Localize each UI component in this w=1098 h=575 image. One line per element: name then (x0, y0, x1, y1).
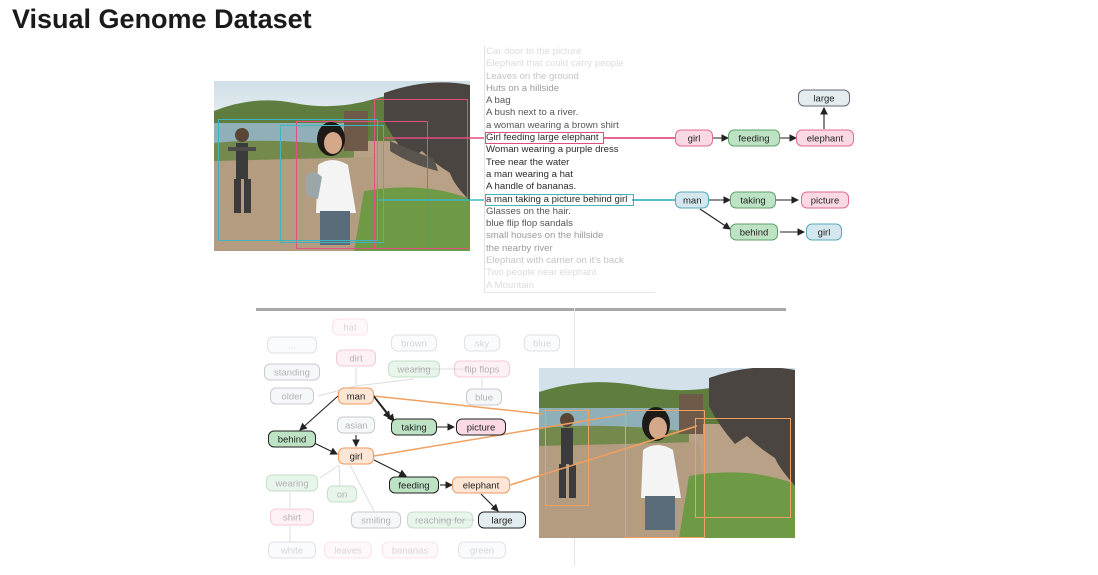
bottom-photo (539, 368, 795, 538)
graph-node-faded: sky (464, 334, 500, 352)
graph-node-smiling: smiling (351, 511, 401, 529)
caption: A handle of bananas. (486, 181, 577, 193)
graph-node-behind: behind (268, 430, 316, 448)
caption: Two people near elephant (486, 267, 597, 279)
graph-node-older: older (270, 387, 314, 405)
graph-node-blue: blue (466, 388, 502, 406)
caption: Elephant that could carry people (486, 58, 624, 70)
graph-node-shirt: shirt (270, 508, 314, 526)
graph-node-elephant: elephant (452, 476, 510, 494)
graph-node-on: on (327, 485, 357, 503)
caption: blue flip flop sandals (486, 218, 573, 230)
caption: a man wearing a hat (486, 168, 573, 180)
graph-node-feeding: feeding (389, 476, 439, 494)
caption-highlighted: Girl feeding large elephant (485, 132, 604, 145)
caption: A Mountain (486, 279, 535, 291)
caption: the nearby river (486, 242, 553, 254)
graph-node-faded: hat (332, 318, 368, 336)
graph-node-large: large (798, 89, 850, 107)
graph-node-faded: ... (267, 336, 317, 354)
caption-highlighted: a man taking a picture behind girl (485, 193, 634, 206)
graph-node-faded: brown (391, 334, 437, 352)
graph-node-wearing: wearing (266, 474, 318, 492)
graph-node-faded: blue (524, 334, 560, 352)
caption: A bag (486, 95, 511, 107)
graph-node-feeding: feeding (728, 129, 780, 147)
graph-node-standing: standing (264, 363, 320, 381)
graph-node-girl-2: girl (806, 223, 842, 241)
caption: Woman wearing a purple dress (486, 144, 619, 156)
graph-node-girl: girl (675, 129, 713, 147)
graph-node-leaves: leaves (324, 541, 372, 559)
caption: Glasses on the hair. (486, 205, 571, 217)
graph-node-green: green (458, 541, 506, 559)
graph-node-behind: behind (730, 223, 778, 241)
graph-node-large: large (478, 511, 526, 529)
graph-node-white: white (268, 541, 316, 559)
region-captions-list: Car door to the picture Elephant that co… (484, 46, 655, 293)
graph-node-girl: girl (338, 447, 374, 465)
graph-node-taking: taking (730, 191, 776, 209)
graph-node-asian: asian (337, 416, 375, 434)
graph-node-bananas: bananas (382, 541, 438, 559)
caption: a woman wearing a brown shirt (486, 119, 619, 131)
graph-node-reaching-for: reaching for (407, 511, 473, 529)
caption: A bush next to a river. (486, 107, 579, 119)
caption: Elephant with carrier on it's back (486, 255, 624, 267)
graph-node-taking: taking (391, 418, 437, 436)
caption: Huts on a hillside (486, 82, 560, 94)
graph-node-picture: picture (456, 418, 506, 436)
graph-node-elephant: elephant (796, 129, 854, 147)
graph-node-wearing: wearing (388, 360, 440, 378)
top-photo (214, 81, 470, 251)
caption: Car door to the picture (486, 46, 582, 57)
graph-node-man: man (675, 191, 709, 209)
caption: Leaves on the ground (486, 70, 579, 82)
graph-node-man: man (338, 387, 374, 405)
graph-node-dirt: dirt (336, 349, 376, 367)
graph-node-flip-flops: flip flops (454, 360, 510, 378)
graph-node-picture: picture (801, 191, 849, 209)
caption: Tree near the water (486, 156, 570, 168)
caption: small houses on the hillside (486, 230, 604, 242)
page-title: Visual Genome Dataset (12, 4, 312, 34)
separator (256, 308, 786, 311)
